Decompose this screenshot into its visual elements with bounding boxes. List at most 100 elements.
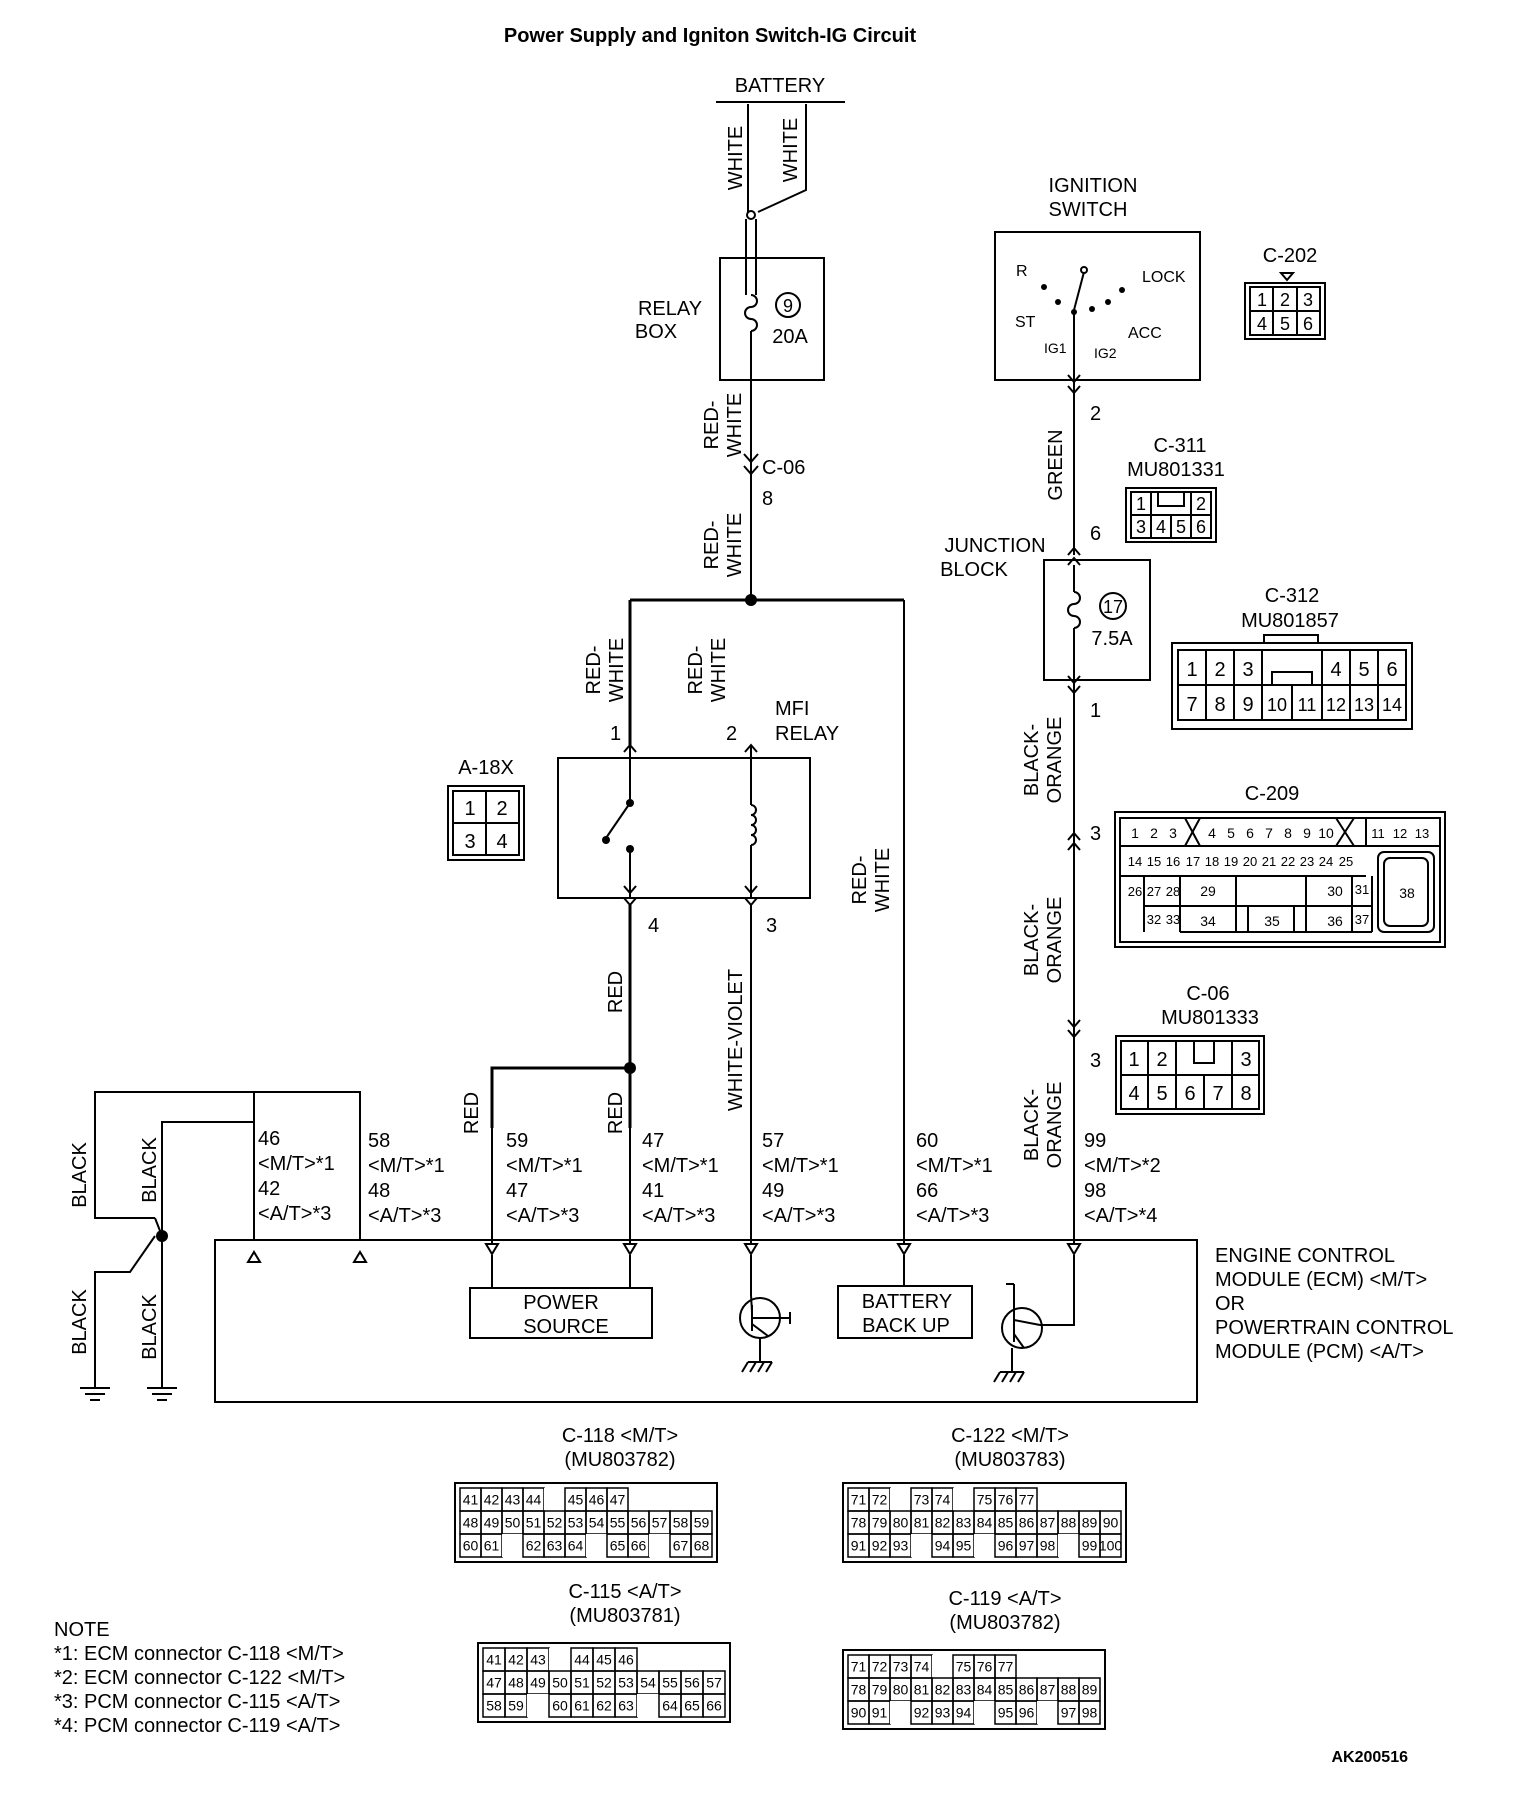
svg-text:27: 27 (1147, 884, 1161, 899)
battery-splice (746, 210, 756, 220)
pin-c119-71: 71 (851, 1659, 867, 1675)
svg-text:6: 6 (1184, 1083, 1195, 1105)
c202-label: C-202 (1263, 245, 1317, 267)
pin-c122-81: 81 (914, 1515, 930, 1531)
pin-c122-91: 91 (851, 1538, 867, 1554)
c118-label-2: (MU803782) (564, 1449, 675, 1471)
pin-c122-87: 87 (1040, 1515, 1056, 1531)
pin-c122-96: 96 (998, 1538, 1014, 1554)
svg-text:47: 47 (506, 1180, 528, 1202)
svg-text:14: 14 (1382, 695, 1402, 715)
pin-c115-49: 49 (530, 1675, 546, 1691)
svg-text:2: 2 (1156, 1049, 1167, 1071)
svg-text:13: 13 (1354, 695, 1374, 715)
svg-text:15: 15 (1147, 854, 1161, 869)
fuse-17-circle (1099, 592, 1127, 620)
wire-color-white-violet: WHITE-VIOLET (725, 969, 747, 1111)
power-source-label-1: POWER (523, 1292, 599, 1314)
c311-label-2: MU801331 (1127, 459, 1225, 481)
pin-c115-61: 61 (574, 1698, 590, 1714)
mfi-relay-box (557, 757, 811, 899)
svg-text:<M/T>*1: <M/T>*1 (368, 1155, 445, 1177)
pin-c115-47: 47 (486, 1675, 502, 1691)
svg-text:<M/T>*1: <M/T>*1 (258, 1153, 335, 1175)
pin-c119-98: 98 (1082, 1705, 1098, 1721)
c209-label: C-209 (1245, 783, 1299, 805)
pin-c122-79: 79 (872, 1515, 888, 1531)
mfi-relay-label-2: RELAY (775, 723, 839, 745)
c115-label-2: (MU803781) (569, 1605, 680, 1627)
connector-c202: 1 2 3 4 5 6 (1244, 282, 1326, 340)
pin-c122-78: 78 (851, 1515, 867, 1531)
ign-pos-st: ST (1015, 314, 1036, 331)
svg-text:3: 3 (1303, 290, 1313, 310)
svg-text:13: 13 (1415, 826, 1429, 841)
wire-color-blackorange-c2: ORANGE (1044, 1082, 1066, 1169)
pin-c118-46: 46 (589, 1492, 605, 1508)
battery-wire-color-2: WHITE (780, 118, 802, 182)
pin-c119-90: 90 (851, 1705, 867, 1721)
c202-key (1278, 272, 1296, 282)
svg-text:<A/T>*3: <A/T>*3 (762, 1205, 835, 1227)
jb-in-symbol (1067, 546, 1081, 566)
svg-text:12: 12 (1326, 695, 1346, 715)
wire-color-redwhite-c1: RED- (583, 646, 605, 695)
wire-color-blackorange-b2: ORANGE (1044, 897, 1066, 984)
svg-text:31: 31 (1355, 882, 1369, 897)
svg-text:59: 59 (506, 1130, 528, 1152)
wire-color-black-2: BLACK (139, 1137, 161, 1203)
pin-c118-62: 62 (526, 1538, 542, 1554)
pin-c122-76: 76 (998, 1492, 1014, 1508)
wire-color-redwhite-b2: WHITE (724, 513, 746, 577)
svg-text:4: 4 (1257, 314, 1267, 334)
pin-c119-75: 75 (956, 1659, 972, 1675)
svg-text:29: 29 (1200, 883, 1216, 899)
svg-text:MODULE (ECM) <M/T>: MODULE (ECM) <M/T> (1215, 1269, 1427, 1291)
svg-text:3: 3 (1242, 659, 1253, 681)
pin-c118-61: 61 (484, 1538, 500, 1554)
ground-symbol-left (80, 1380, 110, 1401)
pin-c115-51: 51 (574, 1675, 590, 1691)
pin-c118-53: 53 (568, 1515, 584, 1531)
pin-c115-55: 55 (662, 1675, 678, 1691)
pin-c122-71: 71 (851, 1492, 867, 1508)
reference-code: AK200516 (1332, 1749, 1409, 1766)
ign-pos-lock: LOCK (1142, 269, 1186, 286)
pin-c118-59: 59 (694, 1515, 710, 1531)
c06-face-label-1: C-06 (1186, 983, 1229, 1005)
ecm-box (214, 1239, 1198, 1403)
pin-c115-64: 64 (662, 1698, 678, 1714)
svg-text:9: 9 (1242, 694, 1253, 716)
pin-c119-94: 94 (956, 1705, 972, 1721)
pin-c118-44: 44 (526, 1492, 542, 1508)
mfi-relay-label-1: MFI (775, 698, 809, 720)
svg-text:2: 2 (496, 798, 507, 820)
pin-c115-59: 59 (508, 1698, 524, 1714)
svg-text:33: 33 (1166, 912, 1180, 927)
svg-text:5: 5 (1358, 659, 1369, 681)
wire-color-redwhite-d1: RED- (685, 646, 707, 695)
pin-jb-1: 1 (1090, 700, 1101, 722)
diagram-title: Power Supply and Igniton Switch-IG Circu… (504, 25, 917, 47)
pin-c118-66: 66 (631, 1538, 647, 1554)
pin-c118-60: 60 (463, 1538, 479, 1554)
pin-c122-75: 75 (977, 1492, 993, 1508)
wire-ground-merge (154, 1217, 163, 1237)
wire-color-blackorange-a1: BLACK- (1021, 724, 1043, 796)
pin-c115-42: 42 (508, 1652, 524, 1668)
ign-contact-r (1041, 284, 1047, 290)
terminal-59-label: 59 <M/T>*1 47 <A/T>*3 (506, 1130, 583, 1227)
svg-text:3: 3 (1136, 517, 1146, 537)
svg-text:4: 4 (1208, 825, 1216, 841)
svg-text:4: 4 (1128, 1083, 1139, 1105)
power-source-box (469, 1287, 653, 1339)
svg-text:5: 5 (1176, 517, 1186, 537)
svg-text:1: 1 (1186, 659, 1197, 681)
ign-pos-r: R (1016, 263, 1028, 280)
pin-c119-89: 89 (1082, 1682, 1098, 1698)
relay-box-label-2: BOX (635, 321, 677, 343)
svg-text:3: 3 (1169, 825, 1177, 841)
ignition-switch-label-1: IGNITION (1049, 175, 1138, 197)
